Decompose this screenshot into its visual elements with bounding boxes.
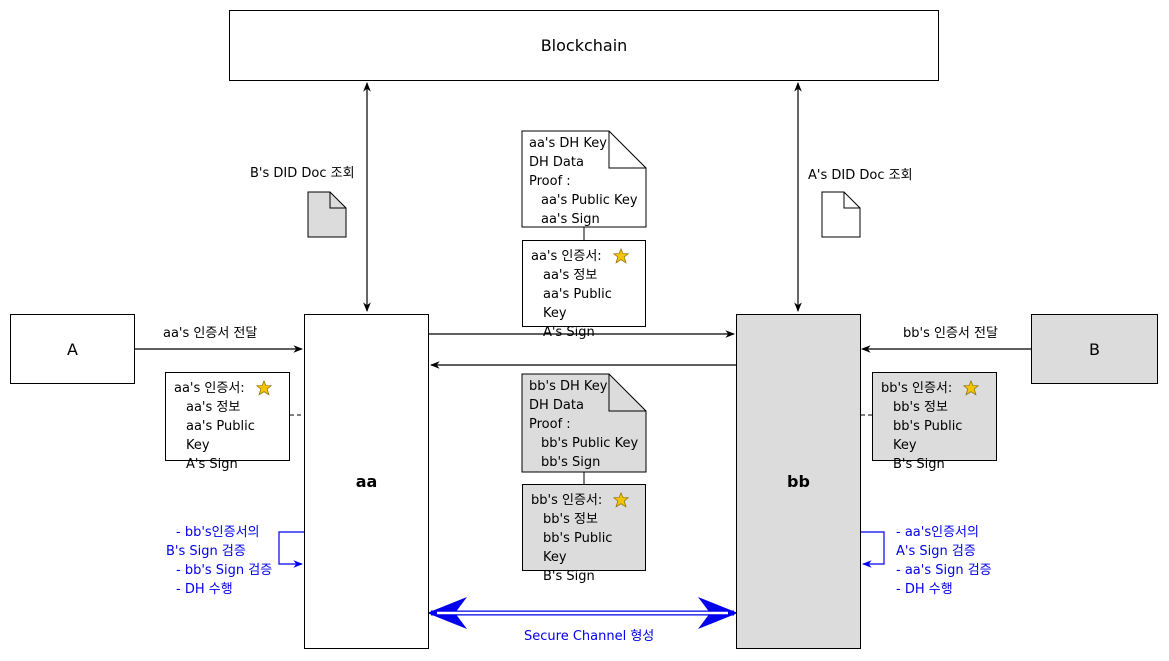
node-b: B [1031, 314, 1158, 384]
node-b-label: B [1089, 339, 1100, 359]
aa-step-1: - bb's인증서의 [176, 525, 260, 540]
bb-step-4: - DH 수행 [896, 582, 953, 597]
bb-dh-proof: Proof : [529, 417, 571, 432]
blockchain-box: Blockchain [229, 10, 939, 81]
bb-cert-right-title: bb's 인증서: [881, 381, 953, 396]
aa-cert-left-public-key: aa's Public Key [186, 419, 255, 453]
bb-step-1: - aa's인증서의 [896, 525, 979, 540]
aa-dh-key: aa's DH Key [529, 136, 607, 151]
bb-dh-sign: bb's Sign [541, 455, 601, 470]
bb-self-loop [861, 531, 885, 568]
aa-dh-doc-text: aa's DH Key DH Data Proof : aa's Public … [529, 134, 638, 229]
bb-dh-doc-text: bb's DH Key DH Data Proof : bb's Public … [529, 377, 638, 472]
bb-step-2: A's Sign 검증 [896, 544, 976, 559]
bb-dh-public-key: bb's Public Key [541, 436, 639, 451]
aa-cert-middle-public-key: aa's Public Key [543, 287, 612, 321]
aa-step-2: B's Sign 검증 [166, 544, 246, 559]
edge-label-bb-query: A's DID Doc 조회 [808, 168, 913, 184]
bb-cert-middle-title: bb's 인증서: [531, 493, 603, 508]
star-icon [612, 247, 629, 264]
node-aa-label: aa [355, 472, 378, 491]
star-icon [963, 379, 980, 396]
bb-dh-data: DH Data [529, 398, 584, 413]
edge-label-a-to-aa: aa's 인증서 전달 [163, 326, 258, 342]
aa-step-3: - bb's Sign 검증 [176, 563, 273, 578]
aa-dh-proof: Proof : [529, 174, 571, 189]
aa-cert-left-sign: A's Sign [186, 457, 238, 472]
bb-dh-key: bb's DH Key [529, 379, 608, 394]
aa-cert-middle-info: aa's 정보 [543, 268, 598, 283]
aa-cert-middle-sign: A's Sign [543, 325, 595, 340]
bb-steps: - aa's인증서의 A's Sign 검증 - aa's Sign 검증 - … [888, 523, 992, 599]
aa-cert-left: aa's 인증서: aa's 정보 aa's Public Key A's Si… [165, 372, 290, 472]
bb-step-3: - aa's Sign 검증 [896, 563, 992, 578]
node-bb: bb [736, 314, 861, 649]
bb-cert-right-sign: B's Sign [893, 457, 945, 472]
aa-self-loop [278, 531, 304, 568]
star-icon [255, 379, 272, 396]
node-a: A [10, 314, 135, 384]
bb-cert-middle-public-key: bb's Public Key [543, 531, 613, 565]
bb-cert-middle: bb's 인증서: bb's 정보 bb's Public Key B's Si… [522, 484, 646, 584]
aa-cert-left-info: aa's 정보 [186, 400, 241, 415]
edge-label-secure-channel: Secure Channel 형성 [524, 629, 655, 645]
aa-step-4: - DH 수행 [176, 582, 233, 597]
blockchain-label: Blockchain [540, 36, 628, 55]
bb-dh-doc-shape [521, 373, 647, 473]
node-aa: aa [304, 314, 429, 649]
aa-cert-middle-title: aa's 인증서: [531, 249, 602, 264]
aa-dh-sign: aa's Sign [541, 212, 600, 227]
aa-dh-data: DH Data [529, 155, 584, 170]
edge-label-aa-query: B's DID Doc 조회 [250, 166, 355, 182]
aa-cert-middle: aa's 인증서: aa's 정보 aa's Public Key A's Si… [522, 240, 646, 340]
did-doc-icon-left [307, 191, 347, 238]
aa-dh-public-key: aa's Public Key [541, 193, 638, 208]
aa-dh-doc-shape [521, 130, 647, 228]
star-icon [613, 491, 630, 508]
bb-cert-right-public-key: bb's Public Key [893, 419, 963, 453]
bb-cert-right: bb's 인증서: bb's 정보 bb's Public Key B's Si… [872, 372, 997, 472]
aa-steps: - bb's인증서의 B's Sign 검증 - bb's Sign 검증 - … [166, 523, 272, 599]
bb-cert-middle-info: bb's 정보 [543, 512, 598, 527]
node-bb-label: bb [787, 472, 810, 491]
edge-label-b-to-bb: bb's 인증서 전달 [903, 326, 998, 342]
aa-cert-left-title: aa's 인증서: [174, 381, 245, 396]
node-a-label: A [67, 339, 78, 359]
bb-cert-right-info: bb's 정보 [893, 400, 948, 415]
did-doc-icon-right [821, 191, 861, 238]
bb-cert-middle-sign: B's Sign [543, 569, 595, 584]
